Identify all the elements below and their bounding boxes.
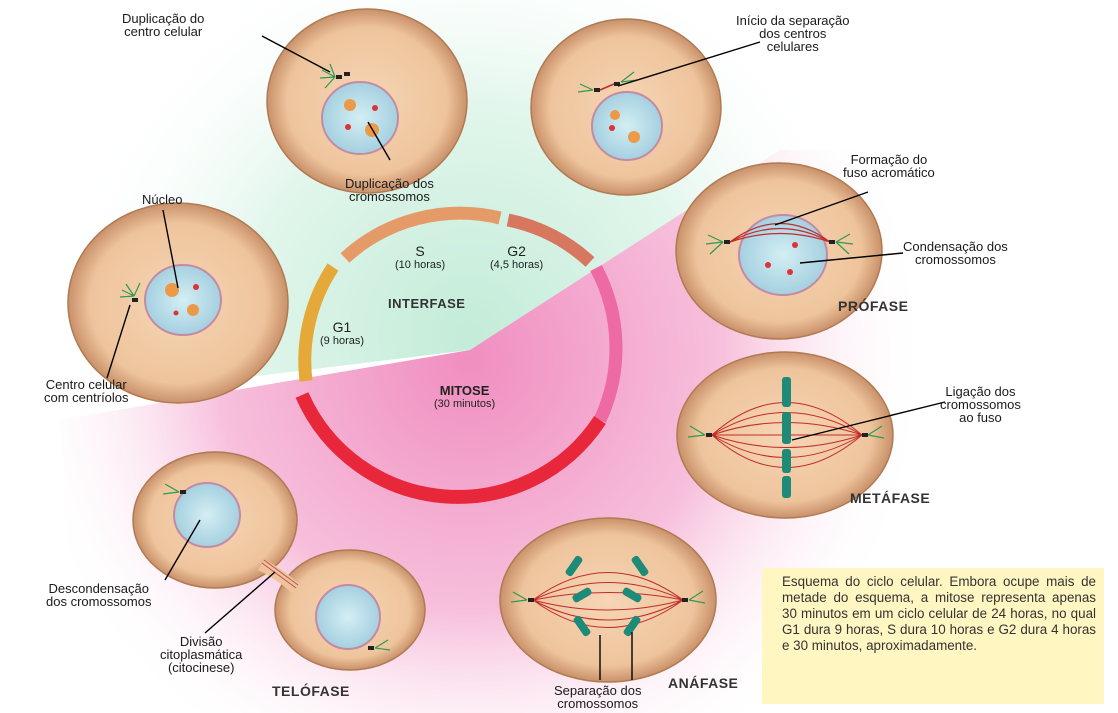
- caption-box: Esquema do ciclo celular. Embora ocupe m…: [762, 568, 1104, 704]
- stage-s: S(10 horas): [395, 244, 445, 271]
- stage-g2: G2(4,5 horas): [490, 244, 543, 271]
- stage-mitose: MITOSE(30 minutos): [434, 383, 495, 410]
- phase-profase: PRÓFASE: [838, 298, 908, 314]
- phase-telofase: TELÓFASE: [272, 683, 350, 699]
- phase-anafase: ANÁFASE: [668, 675, 738, 691]
- cell-interfase-s: [267, 9, 467, 193]
- caption-text: Esquema do ciclo celular. Embora ocupe m…: [782, 574, 1096, 653]
- label-nucleo: Núcleo: [142, 193, 182, 206]
- cell-interfase-g1: [68, 203, 288, 403]
- stage-g1: G1(9 horas): [320, 320, 364, 347]
- phase-metafase: METÁFASE: [850, 490, 930, 506]
- phase-interfase: INTERFASE: [388, 296, 465, 311]
- cell-interfase-g2: [531, 19, 721, 195]
- cell-anafase: [500, 518, 716, 682]
